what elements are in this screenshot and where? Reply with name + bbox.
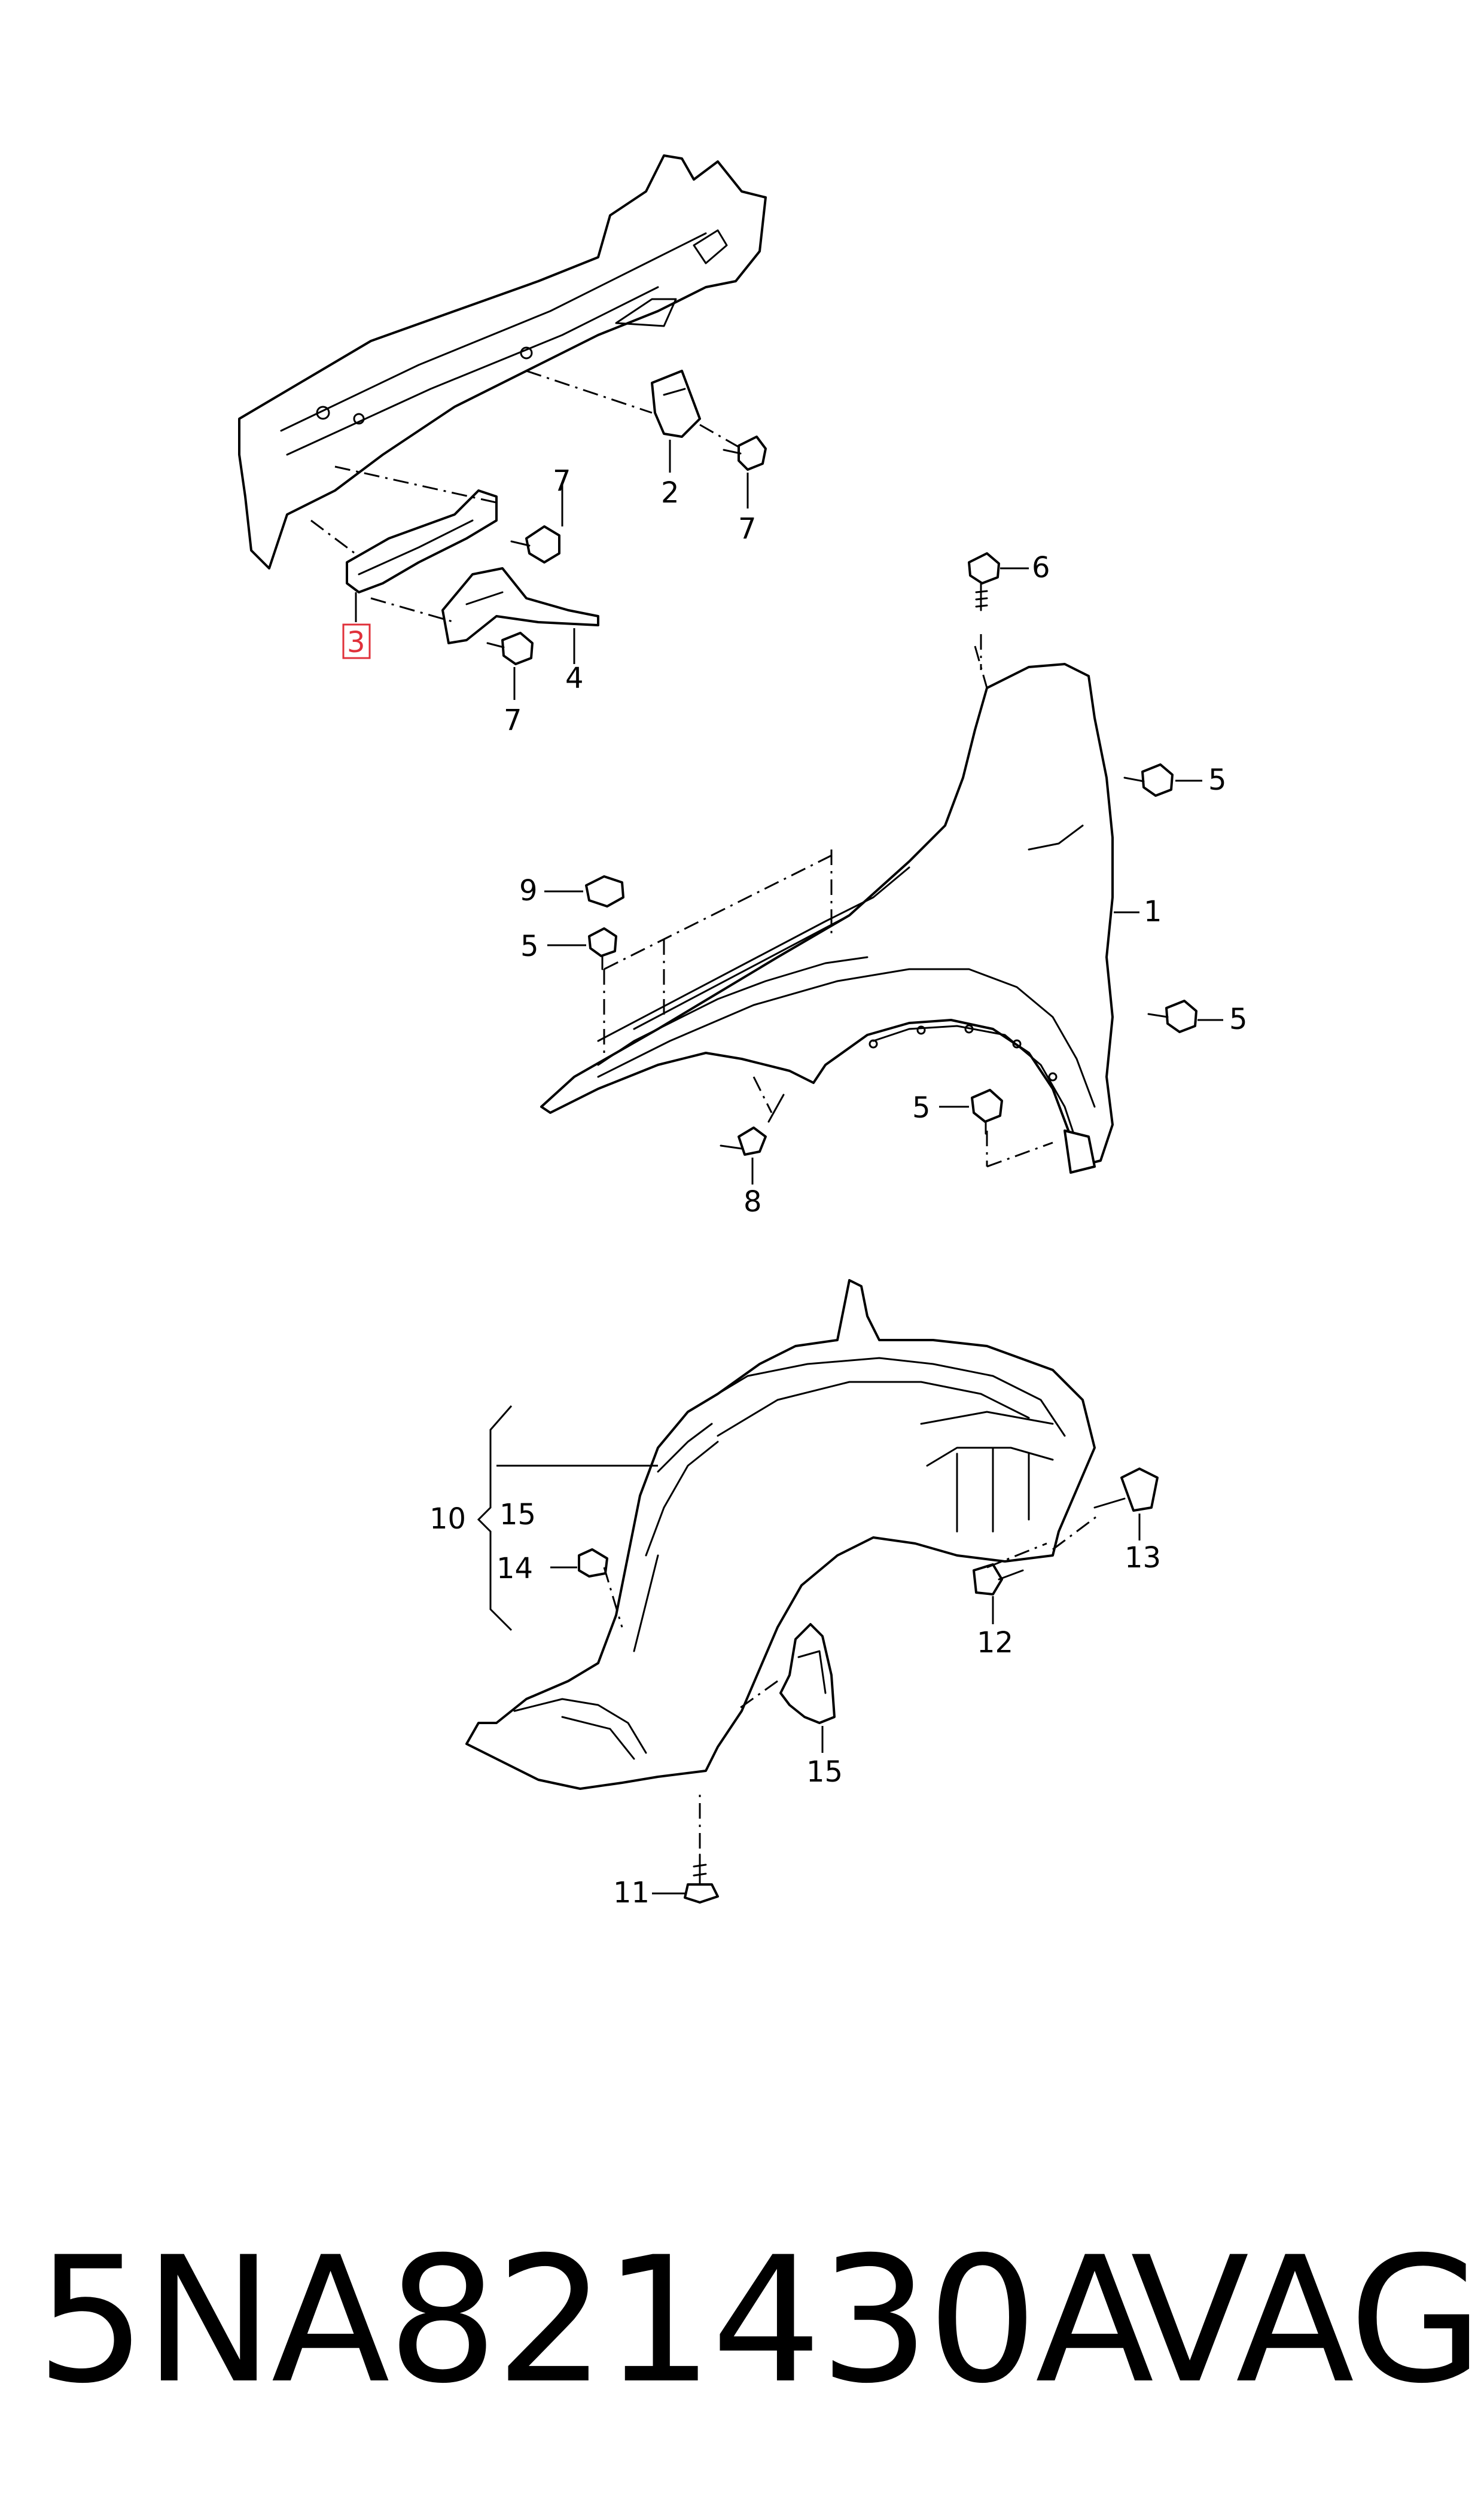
callout-4: 4	[565, 662, 584, 695]
bolt-5a-icon	[1123, 763, 1174, 797]
callout-13: 13	[1125, 1541, 1161, 1575]
bracket-2	[651, 370, 701, 438]
callout-12: 12	[977, 1626, 1013, 1660]
callout-5d: 5	[912, 1091, 931, 1125]
bolt-6-icon	[968, 552, 1000, 611]
callout-3-highlight-box	[342, 623, 371, 659]
bolt-7c-icon	[486, 632, 534, 665]
clip-13-icon	[1093, 1467, 1159, 1512]
exploded-view-drawing: 7 2 7 3 4 7 6 5 1 9 5 5 5 8 10 15 14 13 …	[238, 154, 1248, 1910]
wheel-housing-liner	[465, 1279, 1096, 1790]
footer: 5NA821430A VAG	[0, 2213, 1484, 2429]
callout-1: 1	[1144, 895, 1162, 928]
callout-6: 6	[1032, 551, 1050, 584]
callout-14: 14	[496, 1552, 533, 1585]
nut-9-icon	[585, 875, 624, 908]
callout-15a: 15	[499, 1498, 536, 1531]
bolt-5c-icon	[588, 927, 617, 970]
callout-10: 10	[429, 1502, 466, 1536]
screw-12-icon	[973, 1563, 1024, 1596]
bracket-4	[441, 567, 599, 644]
part-number: 5NA821430A	[36, 2220, 1154, 2422]
callout-7c: 7	[504, 704, 522, 737]
callout-7b: 7	[738, 512, 757, 546]
bolt-7a-icon	[510, 525, 560, 564]
bolt-5d-icon	[971, 1089, 1003, 1135]
stud-8-icon	[720, 1094, 785, 1156]
callout-2: 2	[661, 476, 679, 510]
callout-15b: 15	[806, 1755, 843, 1789]
fender-panel	[540, 663, 1114, 1174]
nut-14-icon	[578, 1548, 608, 1578]
callout-5a: 5	[1208, 763, 1227, 797]
brand-name: VAG	[1130, 2220, 1483, 2422]
bracket-15	[779, 1623, 836, 1724]
bracket-3	[346, 489, 498, 593]
callout-5c: 5	[520, 930, 539, 963]
callout-5b: 5	[1229, 1003, 1248, 1036]
frame-rail	[238, 154, 767, 570]
callout-3: 3	[347, 626, 365, 659]
callout-7a: 7	[553, 464, 571, 498]
callout-9: 9	[519, 874, 538, 908]
callout-8: 8	[743, 1185, 762, 1219]
bolt-5b-icon	[1147, 1000, 1197, 1033]
bolt-7b-icon	[723, 436, 767, 471]
screw-11-icon	[684, 1853, 719, 1904]
callout-11: 11	[613, 1876, 650, 1910]
